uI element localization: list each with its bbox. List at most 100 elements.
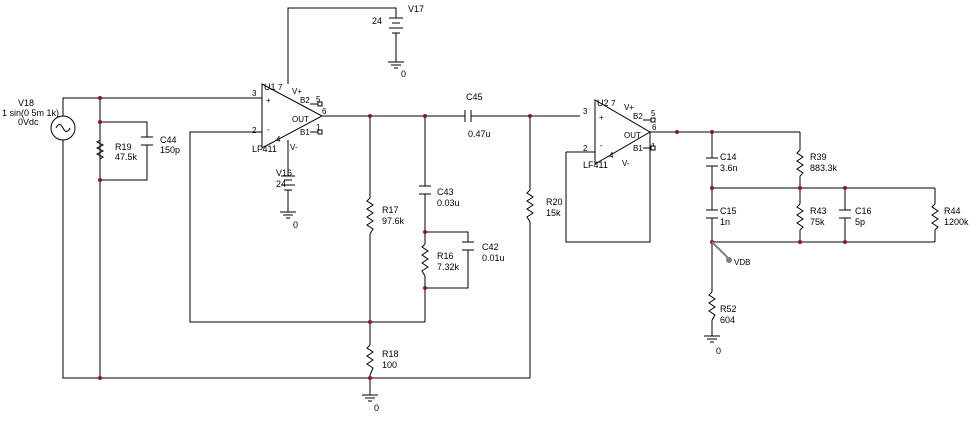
junction-dot (423, 114, 427, 118)
svg-text:C45: C45 (466, 92, 483, 102)
svg-text:604: 604 (720, 315, 735, 325)
svg-text:75k: 75k (810, 217, 825, 227)
capacitor-c15[interactable]: C15 1n (706, 206, 737, 227)
svg-text:B2: B2 (300, 96, 310, 105)
svg-text:R19: R19 (115, 142, 132, 152)
junctions (98, 96, 847, 380)
svg-text:LF411: LF411 (252, 144, 277, 154)
svg-text:V17: V17 (408, 4, 424, 14)
junction-dot (368, 376, 372, 380)
junction-dot (798, 240, 802, 244)
svg-text:0.47u: 0.47u (468, 129, 491, 139)
source-v17[interactable]: V17 24 (372, 4, 424, 40)
resistor-r16[interactable]: R16 7.32k (421, 243, 460, 277)
capacitor-c45[interactable]: C45 0.47u (464, 92, 491, 139)
svg-text:C16: C16 (855, 206, 872, 216)
resistor-r20[interactable]: R20 15k (526, 189, 563, 223)
svg-text:24: 24 (372, 16, 382, 26)
junction-dot (843, 186, 847, 190)
svg-text:7: 7 (611, 99, 616, 108)
svg-text:V+: V+ (292, 87, 302, 96)
svg-text:4: 4 (276, 135, 281, 144)
junction-dot (423, 230, 427, 234)
source-v16[interactable]: V16 24 (276, 168, 295, 191)
svg-text:V16: V16 (276, 168, 292, 178)
wires (62, 7, 936, 395)
junction-dot (98, 96, 102, 100)
svg-text:3.6n: 3.6n (720, 163, 738, 173)
ground-r52: 0 (704, 335, 721, 356)
svg-text:+: + (599, 113, 604, 122)
junction-dot (98, 376, 102, 380)
v18-line1: 1 sin(0 5m 1k) (2, 108, 59, 118)
capacitor-c44[interactable]: C44 150p (141, 135, 180, 155)
svg-text:U1: U1 (264, 82, 276, 92)
opamp-u1[interactable]: U1 7 3 2 + - 4 V+ V- OUT 6 B2 B1 5 1 LF4… (252, 82, 327, 154)
ground-v16: 0 (280, 211, 298, 230)
svg-text:97.6k: 97.6k (382, 216, 405, 226)
svg-text:15k: 15k (546, 208, 561, 218)
svg-text:5: 5 (651, 109, 656, 118)
resistor-r18[interactable]: R18 100 (366, 344, 399, 376)
junction-dot (675, 130, 679, 134)
svg-text:R39: R39 (810, 152, 827, 162)
svg-text:100: 100 (382, 360, 397, 370)
svg-text:R16: R16 (437, 251, 454, 261)
junction-dot (98, 178, 102, 182)
svg-text:47.5k: 47.5k (115, 152, 138, 162)
svg-text:C42: C42 (482, 242, 499, 252)
svg-text:R20: R20 (546, 197, 563, 207)
source-v18[interactable]: V18 1 sin(0 5m 1k) 0Vdc (2, 98, 76, 141)
svg-text:B1: B1 (633, 144, 643, 153)
svg-text:R44: R44 (944, 206, 961, 216)
junction-dot (98, 120, 102, 124)
resistor-r19[interactable]: R19 47.5k (95, 139, 138, 162)
svg-text:OUT: OUT (624, 131, 641, 140)
svg-text:7.32k: 7.32k (437, 262, 460, 272)
svg-text:883.3k: 883.3k (810, 163, 838, 173)
svg-text:V-: V- (290, 143, 298, 152)
junction-dot (368, 320, 372, 324)
svg-text:V-: V- (622, 159, 630, 168)
svg-text:-: - (600, 141, 603, 150)
svg-text:2: 2 (252, 126, 257, 135)
junction-dot (798, 186, 802, 190)
svg-text:5: 5 (316, 95, 321, 104)
svg-text:B1: B1 (300, 128, 310, 137)
capacitor-c43[interactable]: C43 0.03u (419, 185, 460, 208)
junction-dot (710, 130, 714, 134)
svg-text:2: 2 (583, 144, 588, 153)
svg-text:-: - (267, 125, 270, 134)
v18-name: V18 (18, 98, 34, 108)
v18-line2: 0Vdc (18, 117, 39, 127)
resistor-r52[interactable]: R52 604 (708, 291, 737, 325)
svg-text:R18: R18 (382, 349, 399, 359)
svg-text:V+: V+ (624, 103, 634, 112)
svg-text:3: 3 (583, 107, 588, 116)
svg-text:C44: C44 (160, 135, 177, 145)
svg-text:1200k: 1200k (944, 217, 969, 227)
capacitor-c42[interactable]: C42 0.01u (462, 241, 505, 263)
voltage-probe-icon[interactable]: VDB (711, 241, 750, 267)
svg-text:R17: R17 (382, 205, 399, 215)
capacitor-c16[interactable]: C16 5p (839, 206, 872, 227)
resistor-r44[interactable]: R44 1200k (931, 203, 969, 231)
resistor-r17[interactable]: R17 97.6k (366, 197, 405, 235)
svg-text:1: 1 (316, 123, 321, 132)
svg-text:LF411: LF411 (583, 160, 608, 170)
svg-text:B2: B2 (633, 112, 643, 121)
svg-text:0: 0 (374, 403, 379, 413)
svg-text:0: 0 (716, 346, 721, 356)
svg-text:OUT: OUT (292, 115, 309, 124)
svg-text:1n: 1n (720, 217, 730, 227)
ground-v17: 0 (388, 61, 406, 79)
svg-text:0: 0 (401, 69, 406, 79)
opamp-u2[interactable]: U2 7 3 2 + - 4 V+ V- OUT 6 B2 B1 5 1 LF4… (583, 98, 657, 170)
resistor-r43[interactable]: R43 75k (796, 203, 827, 231)
junction-dot (528, 114, 532, 118)
capacitor-c14[interactable]: C14 3.6n (706, 152, 738, 173)
svg-text:150p: 150p (160, 145, 180, 155)
svg-text:C43: C43 (437, 187, 454, 197)
svg-text:7: 7 (278, 83, 283, 92)
resistor-r39[interactable]: R39 883.3k (796, 149, 838, 177)
